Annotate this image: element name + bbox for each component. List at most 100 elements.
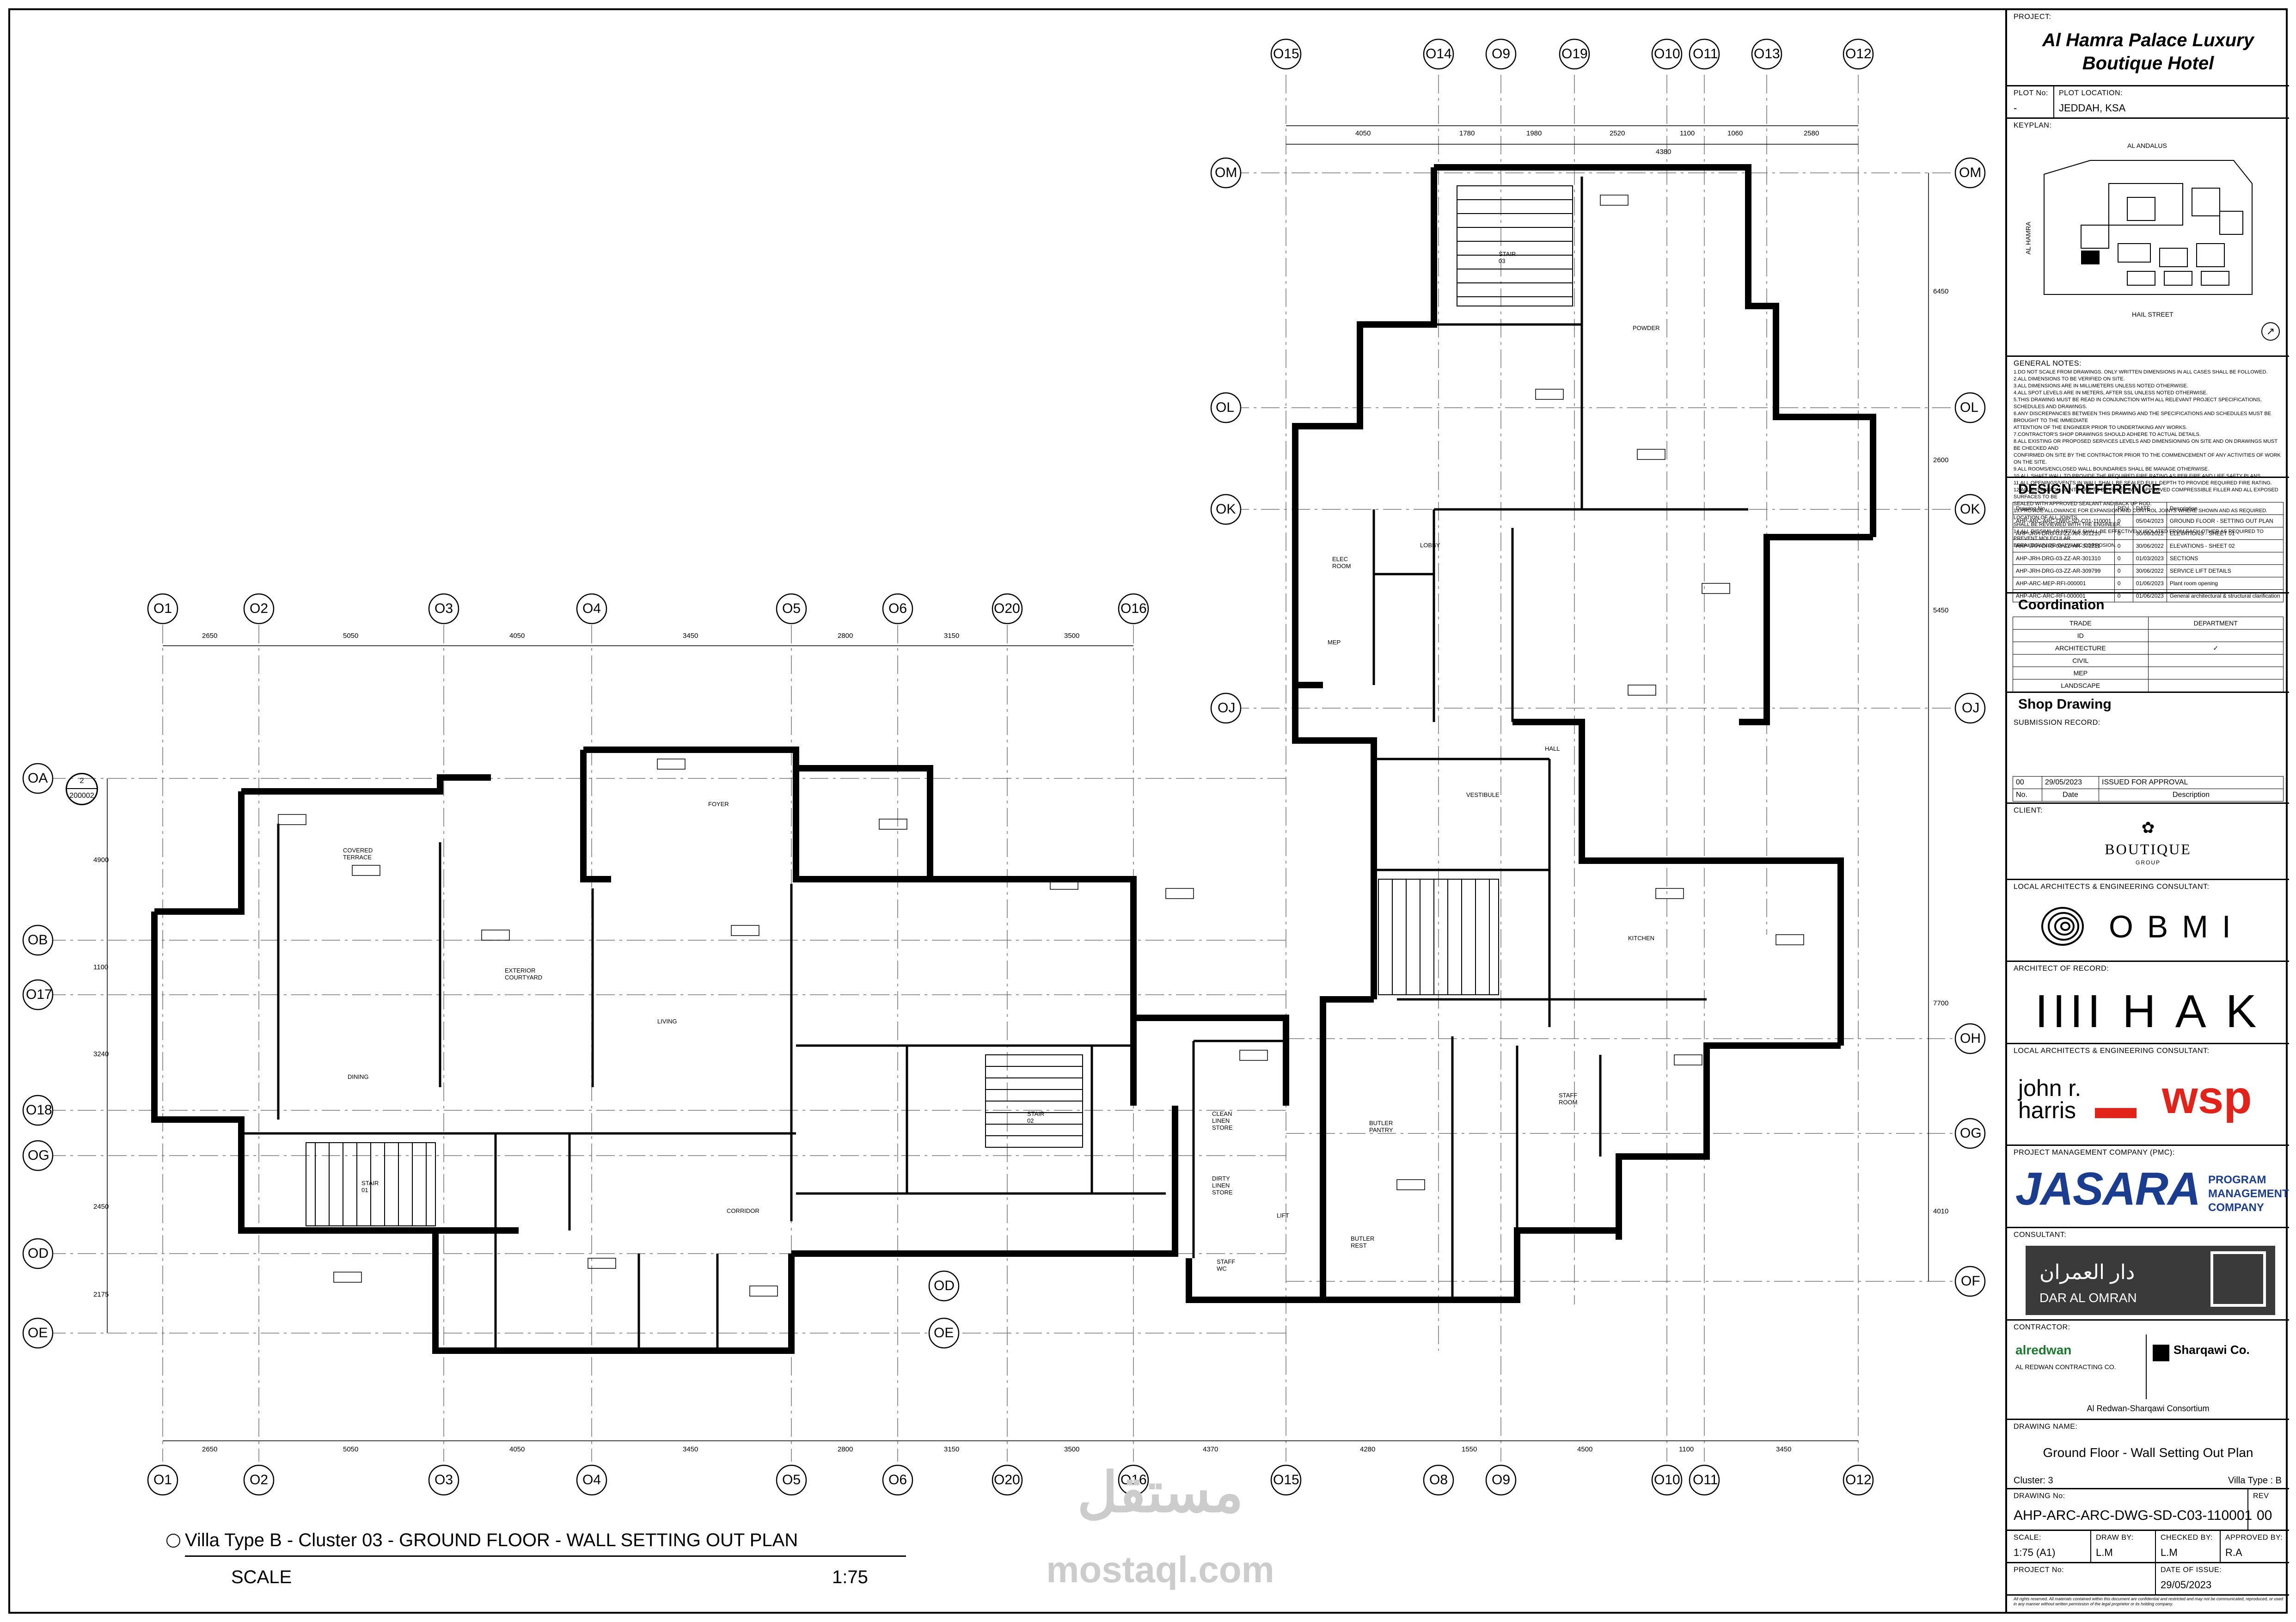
table-row: AHP-ARC-ARC-DWG-SD-C01-110001 0 05/04/20… — [2013, 514, 2284, 527]
watermark-url: mostaql.com — [1046, 1549, 1274, 1590]
dimension-text: 3150 — [944, 632, 960, 640]
table-cell: ISSUED FOR APPROVAL — [2099, 776, 2284, 789]
table-cell: 30/06/2022 — [2132, 527, 2167, 540]
grid-bubble-label: OD — [28, 1246, 49, 1261]
table-cell: CIVIL — [2013, 654, 2149, 667]
project-label: PROJECT: — [2014, 13, 2051, 21]
grid-bubble-label: O19 — [1561, 46, 1588, 61]
jasara-logo-text: JASARA — [2015, 1163, 2201, 1215]
issue-divider — [2155, 1563, 2156, 1596]
dimension-text: 1060 — [1727, 129, 1743, 137]
dimension-text: 3240 — [93, 1050, 109, 1058]
note-line: 7.CONTRACTOR'S SHOP DRAWINGS SHOULD ADHE… — [2014, 432, 2201, 437]
grid-bubble-label: O20 — [994, 1472, 1020, 1487]
note-line: 11.ALL OPENINGS/VENTS IN WALL SHALL BE S… — [2014, 480, 2272, 486]
section-sheet: 200002 — [69, 792, 94, 800]
dimension-text: 5450 — [1933, 606, 1949, 614]
grid-bubble-label: O18 — [26, 1102, 52, 1118]
note-line: 12.ALL EXPANSION JOINTS ARE TO BE FILLED… — [2014, 487, 2278, 500]
dimension-text: 2450 — [93, 1203, 109, 1211]
drawing-name-row: DRAWING NAME: Ground Floor - Wall Settin… — [2007, 1420, 2289, 1489]
pmc-row: PROJECT MANAGEMENT COMPANY (PMC): JASARA… — [2007, 1146, 2289, 1228]
obmi-logo-icon — [2041, 907, 2084, 946]
table-cell: AHP-ARC-ARC-RFI-000001 — [2013, 589, 2115, 602]
drawing-villa-type: Villa Type : B — [2228, 1475, 2282, 1486]
coordination-row: Coordination TRADE DEPARTMENT ID ARCHITE… — [2007, 594, 2289, 693]
grid-bubble-label: O20 — [994, 601, 1020, 616]
grid-bubble-label: O12 — [1845, 46, 1872, 61]
drawing-name-value: Ground Floor - Wall Setting Out Plan — [2043, 1445, 2253, 1460]
note-line: 4.ALL SPOT LEVELS ARE IN METERS, AFTER S… — [2014, 390, 2208, 396]
project-name-line1: Al Hamra Palace Luxury — [2042, 30, 2254, 50]
table-cell: AHP-ARC-ARC-DWG-SD-C01-110001 — [2013, 514, 2115, 527]
consultant-label: CONSULTANT: — [2014, 1231, 2067, 1239]
dimension-text: 2580 — [1804, 129, 1819, 137]
grid-bubble-label: O5 — [782, 1472, 801, 1487]
plot-row: PLOT No: - PLOT LOCATION: JEDDAH, KSA — [2007, 86, 2289, 119]
table-header-cell: Description — [2099, 789, 2284, 802]
dimension-text: 3450 — [1776, 1445, 1792, 1453]
keyplan-map — [2044, 160, 2253, 295]
table-header-cell: Date — [2042, 789, 2099, 802]
table-cell: Plant room opening — [2166, 577, 2284, 590]
grid-bubble-label: OM — [1959, 165, 1982, 180]
table-header-cell: No. — [2013, 789, 2042, 802]
dimension-text: 3450 — [683, 632, 698, 640]
dar-al-omran-logo-en: DAR AL OMRAN — [2039, 1291, 2137, 1305]
grid-bubble-label: O16 — [1120, 601, 1147, 616]
dimension-text: 3450 — [683, 1445, 698, 1453]
sharqawi-logo-icon — [2153, 1345, 2169, 1361]
dimension-text: 4380 — [1656, 148, 1671, 156]
table-cell: AHP-JRH-DRG-03-ZZ-AR-301211 — [2013, 539, 2115, 552]
client-label: CLIENT: — [2014, 807, 2043, 814]
dimension-text: 5050 — [343, 1445, 359, 1453]
plan-scale-value: 1:75 — [832, 1567, 868, 1587]
drawn-by-label: DRAW BY: — [2096, 1534, 2134, 1542]
table-row: AHP-JRH-DRG-03-ZZ-AR-309799 0 30/06/2022… — [2013, 564, 2284, 577]
table-row: AHP-JRH-DRG-03-ZZ-AR-301211 0 30/06/2022… — [2013, 539, 2284, 552]
consultant-row: CONSULTANT: دار العمران DAR AL OMRAN — [2007, 1228, 2289, 1321]
revision-label: REV — [2253, 1492, 2269, 1500]
note-line: 8.ALL EXISTING OR PROPOSED SERVICES LEVE… — [2014, 439, 2278, 451]
grid-bubble-label: O1 — [153, 601, 172, 616]
room-label: KITCHEN — [1628, 935, 1655, 942]
grid-bubble-label: O5 — [782, 601, 801, 616]
disclaimer-text: All rights reserved. All materials conta… — [2014, 1597, 2283, 1606]
dimension-text: 4280 — [1360, 1445, 1376, 1453]
table-cell: ID — [2013, 629, 2149, 642]
grid-bubble-label: O2 — [250, 601, 269, 616]
plan-title-marker — [166, 1534, 180, 1548]
room-label: STAFF WC — [1217, 1258, 1236, 1272]
table-cell — [2148, 679, 2284, 692]
dimension-text: 2520 — [1610, 129, 1625, 137]
dimension-text: 4500 — [1577, 1445, 1593, 1453]
table-cell: 0 — [2114, 514, 2133, 527]
grid-bubble-label: O12 — [1845, 1472, 1872, 1487]
grid-bubble-label: OG — [28, 1148, 49, 1163]
table-row: 00 29/05/2023 ISSUED FOR APPROVAL — [2013, 776, 2284, 789]
keyplan-label: KEYPLAN: — [2014, 122, 2052, 129]
grid-bubble-label: O16 — [1120, 1472, 1147, 1487]
approved-by-label: APPROVED BY: — [2225, 1534, 2283, 1542]
plot-divider — [2053, 86, 2054, 119]
general-notes-label: GENERAL NOTES: — [2014, 360, 2082, 367]
north-arrow-icon: ↗ — [2261, 322, 2280, 341]
grid-label-top-left: O1 O2 O3 O4 O5 O6 O20 O16 — [10, 601, 1998, 619]
table-cell: ELEVATIONS - SHEET 02 — [2166, 539, 2284, 552]
sign-off-row: SCALE: 1:75 (A1) DRAW BY: L.M CHECKED BY… — [2007, 1531, 2289, 1563]
note-line: 9.ALL ROOMS/ENCLOSED WALL BOUNDARIES SHA… — [2014, 466, 2209, 472]
grid-bubble-label: OL — [1960, 400, 1979, 415]
drawing-number-value: AHP-ARC-ARC-DWG-SD-C03-110001 — [2014, 1508, 2253, 1523]
grid-label-bottom: O1 O2 O3 O4 O5 O6 O20 O16 O15 O8 O9 O10 … — [10, 1472, 1998, 1491]
pmc-label: PROJECT MANAGEMENT COMPANY (PMC): — [2014, 1149, 2175, 1157]
dimension-text: 1100 — [93, 963, 109, 971]
plan-title-underline — [185, 1555, 906, 1557]
grid-label-top-right: O15 O14 O9 O19 O10 O11 O13 O12 — [10, 46, 1998, 65]
keyplan-row: KEYPLAN: AL ANDALUS AL HAMRA HAIL STREET… — [2007, 119, 2289, 357]
table-cell: 0 — [2114, 577, 2133, 590]
submission-record-table: 00 29/05/2023 ISSUED FOR APPROVAL No. Da… — [2013, 776, 2284, 802]
grid-bubble-label: O9 — [1492, 1472, 1511, 1487]
room-label: BUTLER REST — [1351, 1235, 1375, 1249]
grid-bubble-label: OF — [1961, 1273, 1980, 1289]
coordination-heading: Coordination — [2018, 597, 2105, 612]
